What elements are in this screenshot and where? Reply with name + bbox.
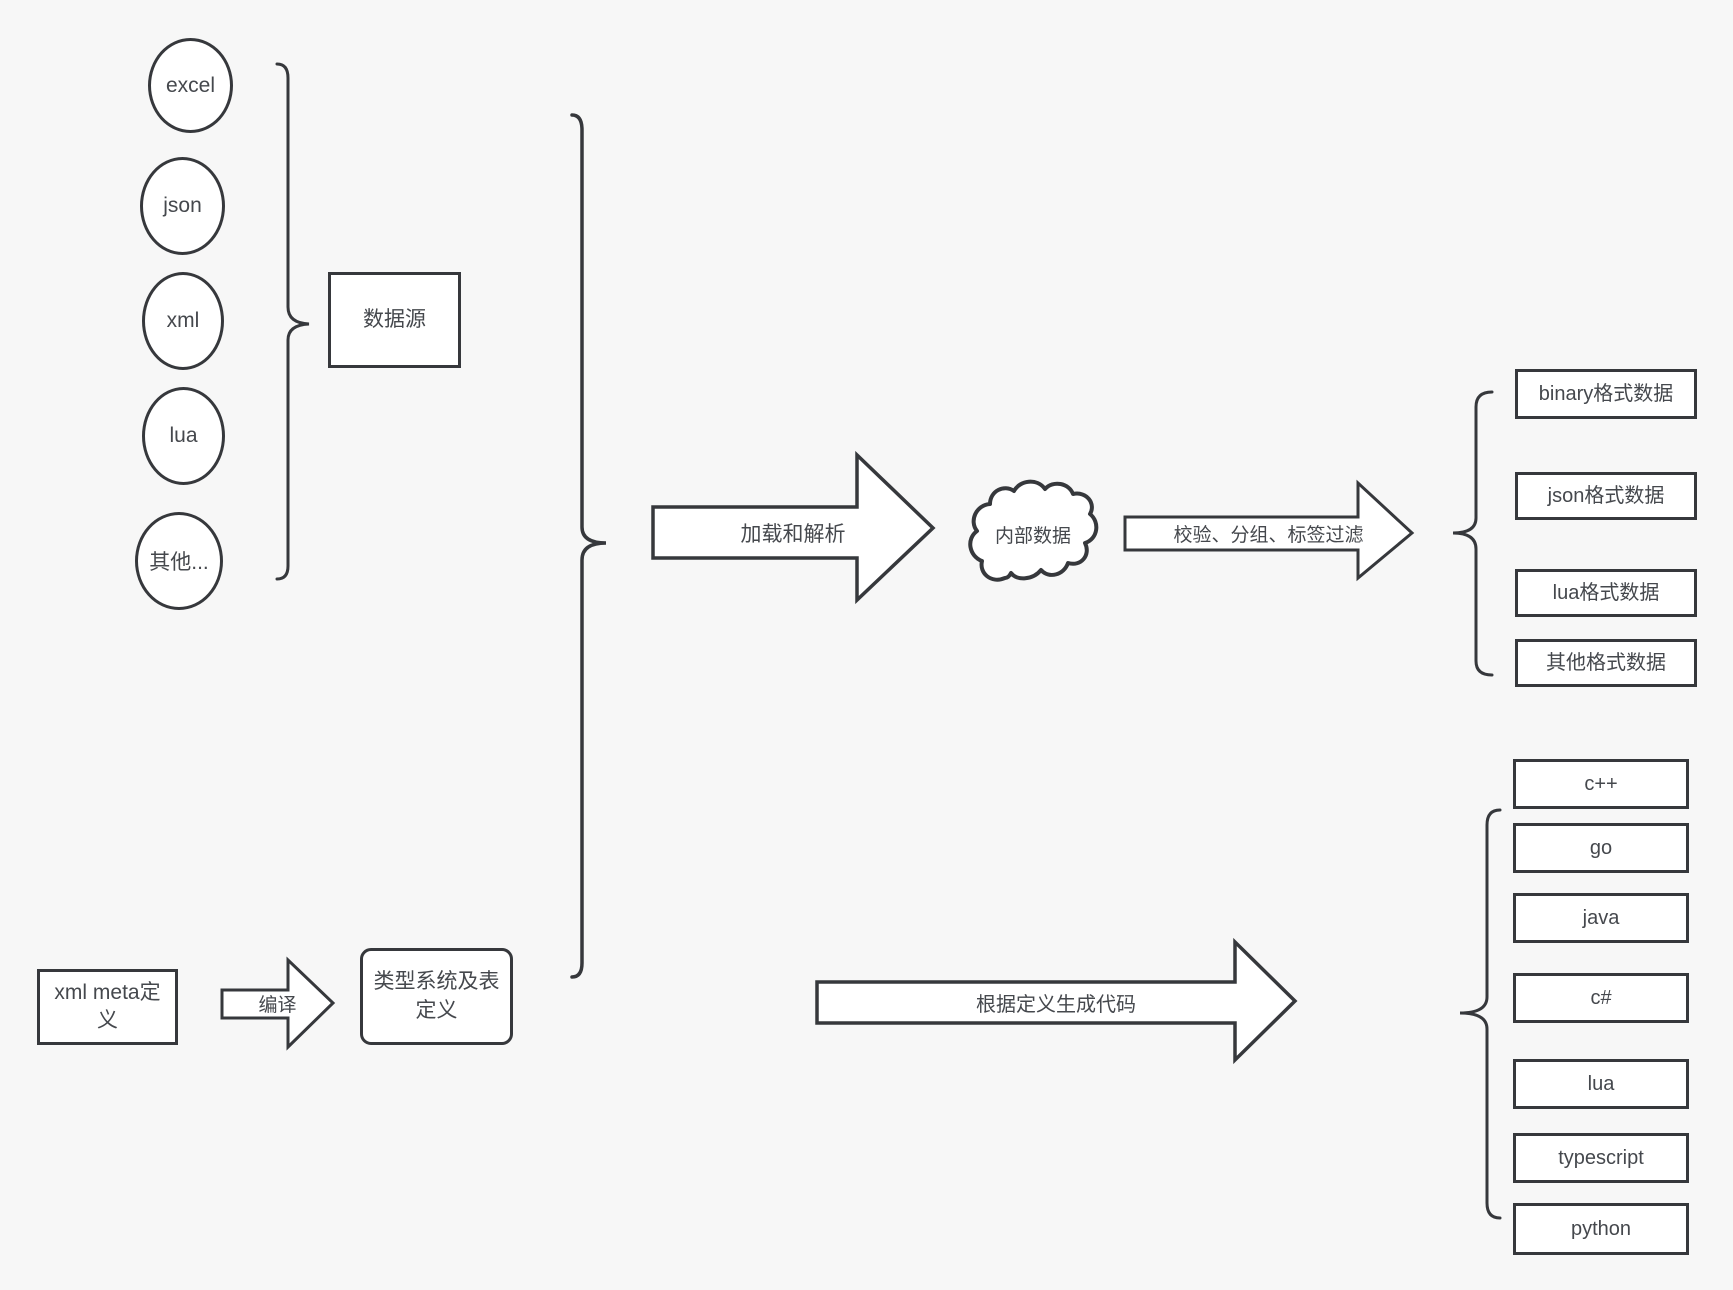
source-label-lua: lua [169,424,198,447]
lang-label-cpp: c++ [1584,772,1618,795]
format-label-lua: lua格式数据 [1552,581,1660,604]
box-format-other: 其他格式数据 [1515,639,1697,687]
brace-sources [275,62,310,581]
box-lang-java: java [1513,893,1689,943]
arrow-compile-shape [220,956,336,1051]
lang-label-typescript: typescript [1558,1146,1644,1169]
lang-label-csharp: c# [1590,986,1612,1009]
format-label-other: 其他格式数据 [1546,651,1666,674]
box-format-lua: lua格式数据 [1515,569,1697,617]
source-label-xml: xml [166,309,200,332]
type-system-label: 类型系统及表定义 [373,970,500,1022]
box-format-binary: binary格式数据 [1515,369,1697,419]
source-label-other: 其他... [149,551,209,574]
arrow-filter-shape [1123,479,1415,582]
lang-label-java: java [1582,906,1620,929]
source-ellipse-xml: xml [142,272,224,370]
box-lang-typescript: typescript [1513,1133,1689,1183]
brace-main [570,113,607,979]
source-ellipse-json: json [140,157,225,255]
box-data-source: 数据源 [328,272,461,368]
source-label-json: json [163,194,202,217]
format-label-json: json格式数据 [1547,484,1665,507]
box-lang-cpp: c++ [1513,759,1689,809]
lang-label-lua: lua [1587,1072,1615,1095]
format-label-binary: binary格式数据 [1538,382,1674,405]
box-lang-csharp: c# [1513,973,1689,1023]
lang-label-go: go [1589,836,1613,859]
data-source-label: 数据源 [363,307,426,331]
box-lang-lua: lua [1513,1059,1689,1109]
box-type-system: 类型系统及表定义 [360,948,513,1045]
source-ellipse-other: 其他... [135,512,223,610]
box-lang-python: python [1513,1203,1689,1255]
cloud-internal-data-shape [968,479,1099,582]
xml-meta-label: xml meta定义 [54,980,161,1032]
box-lang-go: go [1513,823,1689,873]
box-format-json: json格式数据 [1515,472,1697,520]
arrow-generate-code-shape [815,937,1298,1065]
arrow-load-parse-shape [651,450,936,605]
source-ellipse-lua: lua [142,387,225,485]
source-ellipse-excel: excel [148,38,233,133]
brace-languages [1459,808,1502,1220]
brace-formats [1452,390,1494,677]
source-label-excel: excel [165,73,216,97]
lang-label-python: python [1570,1217,1632,1240]
box-xml-meta: xml meta定义 [37,969,178,1045]
